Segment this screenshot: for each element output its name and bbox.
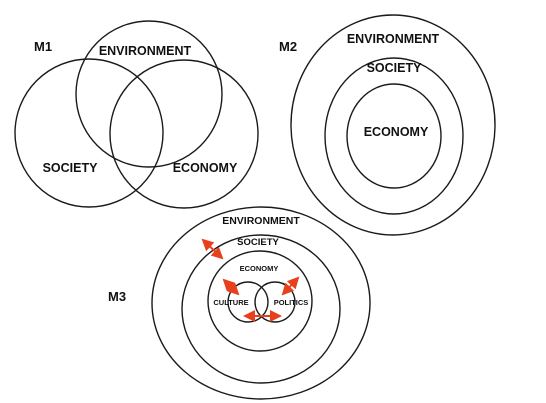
m3-politics-label: POLITICS bbox=[274, 298, 309, 307]
m1-society-label: SOCIETY bbox=[43, 161, 99, 175]
m3-politics-circle bbox=[254, 281, 296, 323]
m2-environment-label: ENVIRONMENT bbox=[347, 32, 440, 46]
m3-economy-label: ECONOMY bbox=[240, 264, 279, 273]
economy-culture-arrow bbox=[222, 278, 240, 296]
model-m2: M2 ENVIRONMENT SOCIETY ECONOMY bbox=[279, 14, 496, 236]
m3-environment-label: ENVIRONMENT bbox=[222, 215, 300, 227]
m3-environment-ring bbox=[151, 206, 371, 400]
m1-title: M1 bbox=[34, 39, 52, 54]
m3-title: M3 bbox=[108, 289, 126, 304]
model-m3: M3 ENVIRONMENT SOCIETY ECONOMY CULTURE P… bbox=[108, 206, 371, 400]
m1-environment-circle bbox=[75, 20, 223, 168]
m2-society-label: SOCIETY bbox=[367, 61, 423, 75]
m2-title: M2 bbox=[279, 39, 297, 54]
model-m1: M1 ENVIRONMENT SOCIETY ECONOMY bbox=[14, 20, 259, 209]
m1-society-circle bbox=[14, 58, 164, 208]
environment-society-arrow bbox=[201, 238, 224, 260]
m1-economy-label: ECONOMY bbox=[173, 161, 238, 175]
economy-politics-arrow bbox=[281, 276, 300, 296]
m3-economy-ring bbox=[207, 250, 313, 352]
m2-society-ring bbox=[324, 57, 464, 215]
m3-society-label: SOCIETY bbox=[237, 237, 279, 248]
m1-economy-circle bbox=[109, 59, 259, 209]
m3-society-ring bbox=[181, 234, 341, 384]
m2-economy-ring bbox=[346, 83, 442, 189]
m2-economy-label: ECONOMY bbox=[364, 125, 429, 139]
m3-culture-circle bbox=[227, 281, 269, 323]
m2-environment-ring bbox=[290, 14, 496, 236]
m3-culture-label: CULTURE bbox=[213, 298, 248, 307]
m1-environment-label: ENVIRONMENT bbox=[99, 44, 192, 58]
